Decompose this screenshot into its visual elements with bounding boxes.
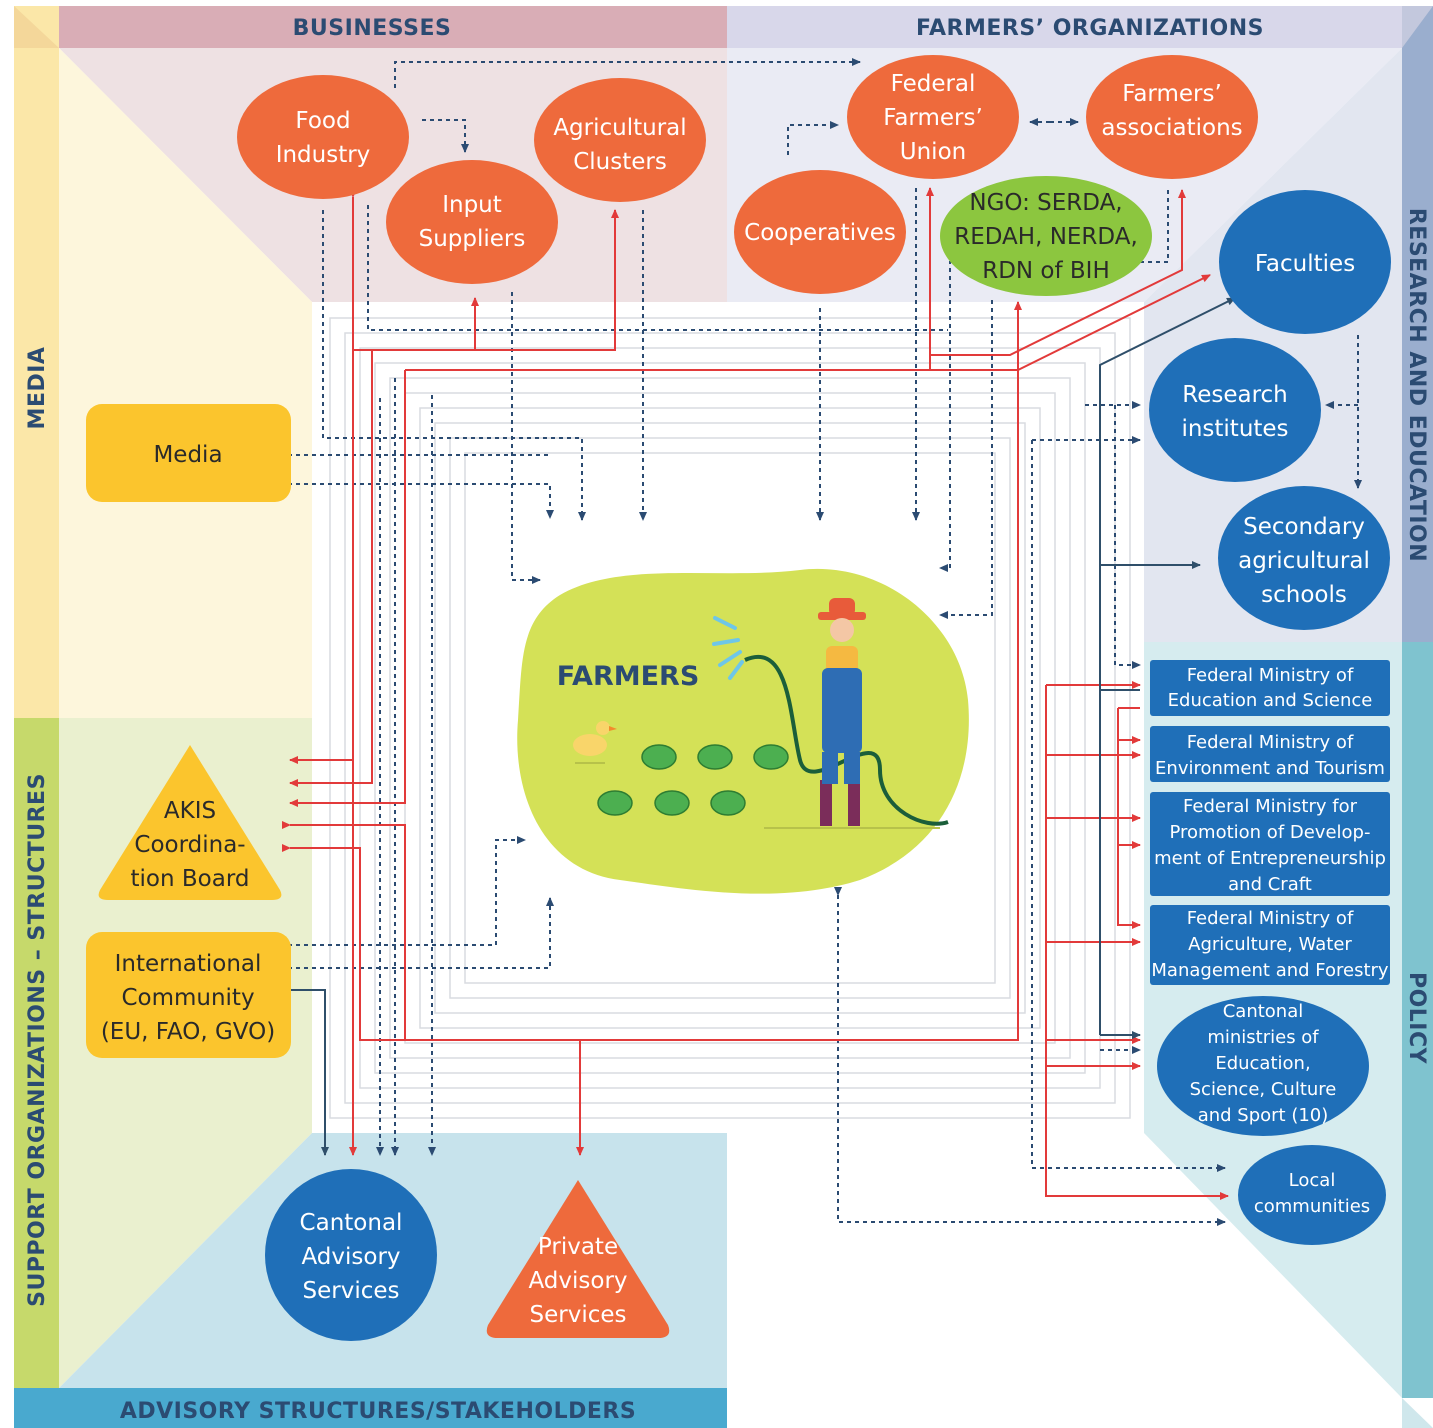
node-farmers-associations[interactable]: Farmers’ associations (1086, 55, 1258, 179)
node-label-line: Union (900, 139, 966, 165)
node-label-line: and Craft (1228, 874, 1312, 895)
node-label-line: Cantonal (300, 1210, 403, 1236)
node-label-line: Agriculture, Water (1188, 934, 1352, 955)
navy-arrows (282, 297, 1236, 1156)
node-label-line: REDAH, NERDA, (954, 224, 1138, 250)
node-label-line: Input (442, 192, 502, 218)
node-label-line: Secondary (1243, 514, 1365, 540)
node-label-line: Management and Forestry (1151, 960, 1389, 981)
node-cantonal-ministries[interactable]: Cantonal ministries of Education, Scienc… (1157, 996, 1369, 1136)
node-label-line: Local (1289, 1170, 1336, 1191)
node-private-advisory[interactable]: Private Advisory Services (486, 1180, 670, 1338)
node-label-line: Research (1182, 382, 1288, 408)
farmers-label: FARMERS (557, 661, 700, 692)
node-faculties[interactable]: Faculties (1219, 190, 1391, 334)
node-label-line: Community (121, 985, 254, 1011)
node-label-line: Federal Ministry of (1187, 665, 1354, 686)
node-label-line: NGO: SERDA, (969, 190, 1122, 216)
banner-businesses: BUSINESSES (293, 16, 452, 41)
lettuce-icon (597, 744, 789, 816)
node-federal-farmers-union[interactable]: Federal Farmers’ Union (847, 55, 1019, 179)
node-label-line: Cooperatives (744, 220, 896, 246)
node-label-line: Federal Ministry of (1187, 908, 1354, 929)
node-label-line: Services (303, 1278, 400, 1304)
node-label-line: Federal (891, 71, 976, 97)
banner-farmers-organizations: FARMERS’ ORGANIZATIONS (916, 16, 1264, 41)
node-label-line: Farmers’ (883, 105, 983, 131)
node-international-community[interactable]: International Community (EU, FAO, GVO) (86, 932, 291, 1058)
node-fm-promotion[interactable]: Federal Ministry for Promotion of Develo… (1150, 792, 1390, 896)
node-label-line: Environment and Tourism (1155, 758, 1385, 779)
banner-support-organizations: SUPPORT ORGANIZATIONS – STRUCTURES (25, 773, 50, 1307)
node-label-line: Private (538, 1234, 618, 1260)
node-agricultural-clusters[interactable]: Agricultural Clusters (534, 78, 706, 202)
node-label-line: Cantonal (1223, 1001, 1304, 1022)
farmers-center: FARMERS (517, 568, 969, 894)
node-fm-education[interactable]: Federal Ministry of Education and Scienc… (1150, 660, 1390, 716)
node-media[interactable]: Media (86, 404, 291, 502)
node-research-institutes[interactable]: Research institutes (1149, 338, 1321, 482)
node-label-line: ment of Entrepreneurship (1154, 848, 1386, 869)
node-label-line: AKIS (164, 798, 216, 824)
node-label-line: Faculties (1255, 251, 1355, 277)
node-label-line: Science, Culture (1190, 1079, 1337, 1100)
banner-policy: POLICY (1404, 972, 1429, 1065)
duck-icon (573, 721, 617, 764)
node-cantonal-advisory[interactable]: Cantonal Advisory Services (265, 1169, 437, 1341)
node-local-communities[interactable]: Local communities (1238, 1145, 1386, 1245)
node-label-line: Agricultural (553, 115, 686, 141)
node-label-line: communities (1254, 1196, 1370, 1217)
node-label-line: Clusters (573, 149, 667, 175)
node-ngo[interactable]: NGO: SERDA, REDAH, NERDA, RDN of BIH (940, 176, 1152, 296)
node-fm-environment[interactable]: Federal Ministry of Environment and Tour… (1150, 726, 1390, 782)
node-label-line: Education, (1215, 1053, 1310, 1074)
banner-advisory-structures: ADVISORY STRUCTURES/STAKEHOLDERS (120, 1399, 636, 1424)
red-arrows (282, 187, 1229, 1200)
node-secondary-schools[interactable]: Secondary agricultural schools (1218, 486, 1390, 630)
node-label-line: Federal Ministry for (1183, 796, 1358, 817)
node-label-line: Advisory (528, 1268, 627, 1294)
node-label-line: ministries of (1207, 1027, 1319, 1048)
node-label-line: Services (530, 1302, 627, 1328)
node-label-line: and Sport (10) (1198, 1105, 1329, 1126)
node-label-line: associations (1101, 115, 1242, 141)
banner-research-education: RESEARCH AND EDUCATION (1404, 208, 1429, 562)
node-label-line: Media (153, 442, 222, 468)
node-label-line: Education and Science (1168, 690, 1373, 711)
node-label-line: tion Board (131, 866, 250, 892)
node-label-line: Food (295, 108, 350, 134)
node-label-line: Suppliers (419, 226, 526, 252)
node-label-line: Advisory (301, 1244, 400, 1270)
node-label-line: (EU, FAO, GVO) (101, 1019, 275, 1045)
node-akis-board[interactable]: AKIS Coordina- tion Board (98, 745, 282, 900)
node-label-line: agricultural (1238, 548, 1370, 574)
node-label-line: schools (1261, 582, 1347, 608)
node-label-line: Federal Ministry of (1187, 732, 1354, 753)
node-input-suppliers[interactable]: Input Suppliers (386, 160, 558, 284)
banner-media: MEDIA (25, 347, 50, 430)
node-fm-agriculture[interactable]: Federal Ministry of Agriculture, Water M… (1150, 905, 1390, 985)
node-label-line: International (115, 951, 262, 977)
node-label-line: Farmers’ (1122, 81, 1222, 107)
node-food-industry[interactable]: Food Industry (237, 75, 409, 199)
node-label-line: institutes (1181, 416, 1288, 442)
node-cooperatives[interactable]: Cooperatives (734, 170, 906, 294)
farmer-icon (712, 598, 949, 829)
node-label-line: Promotion of Develop- (1170, 822, 1371, 843)
node-label-line: Coordina- (134, 832, 245, 858)
node-label-line: Industry (276, 142, 371, 168)
node-label-line: RDN of BIH (982, 258, 1110, 284)
